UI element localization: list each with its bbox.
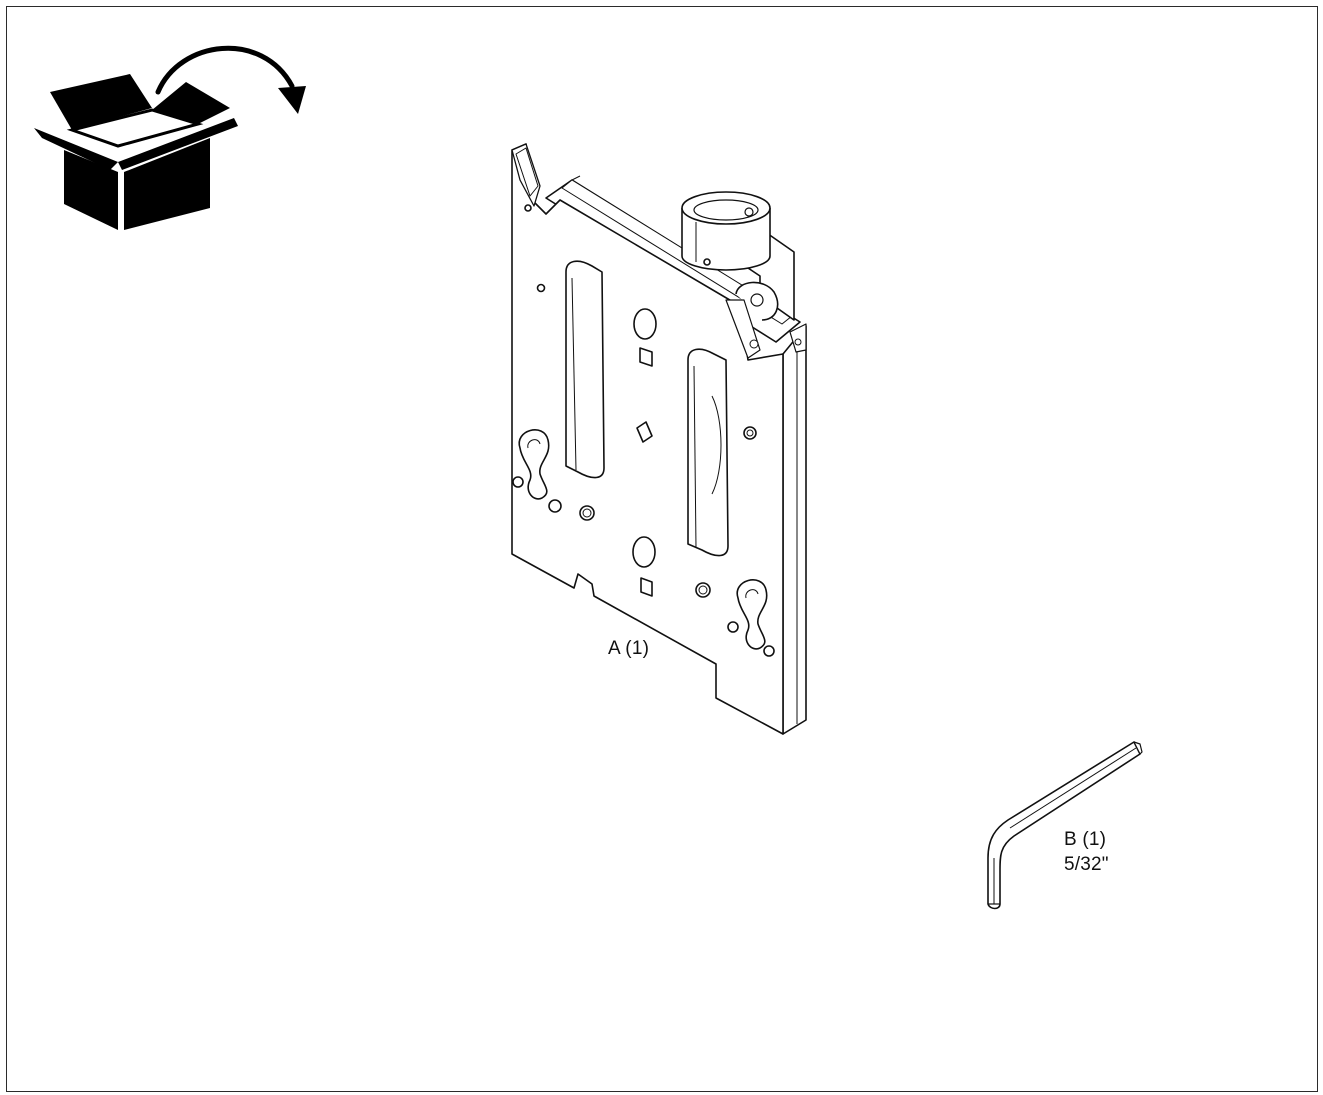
- part-a-label: A (1): [608, 638, 650, 659]
- part-b-label: B (1): [1064, 829, 1107, 850]
- mounting-plate: [511, 143, 807, 735]
- open-box-icon: [34, 74, 238, 230]
- hex-key: [987, 741, 1143, 910]
- part-b-size-label: 5/32": [1064, 854, 1109, 875]
- curved-arrow-icon: [155, 45, 306, 114]
